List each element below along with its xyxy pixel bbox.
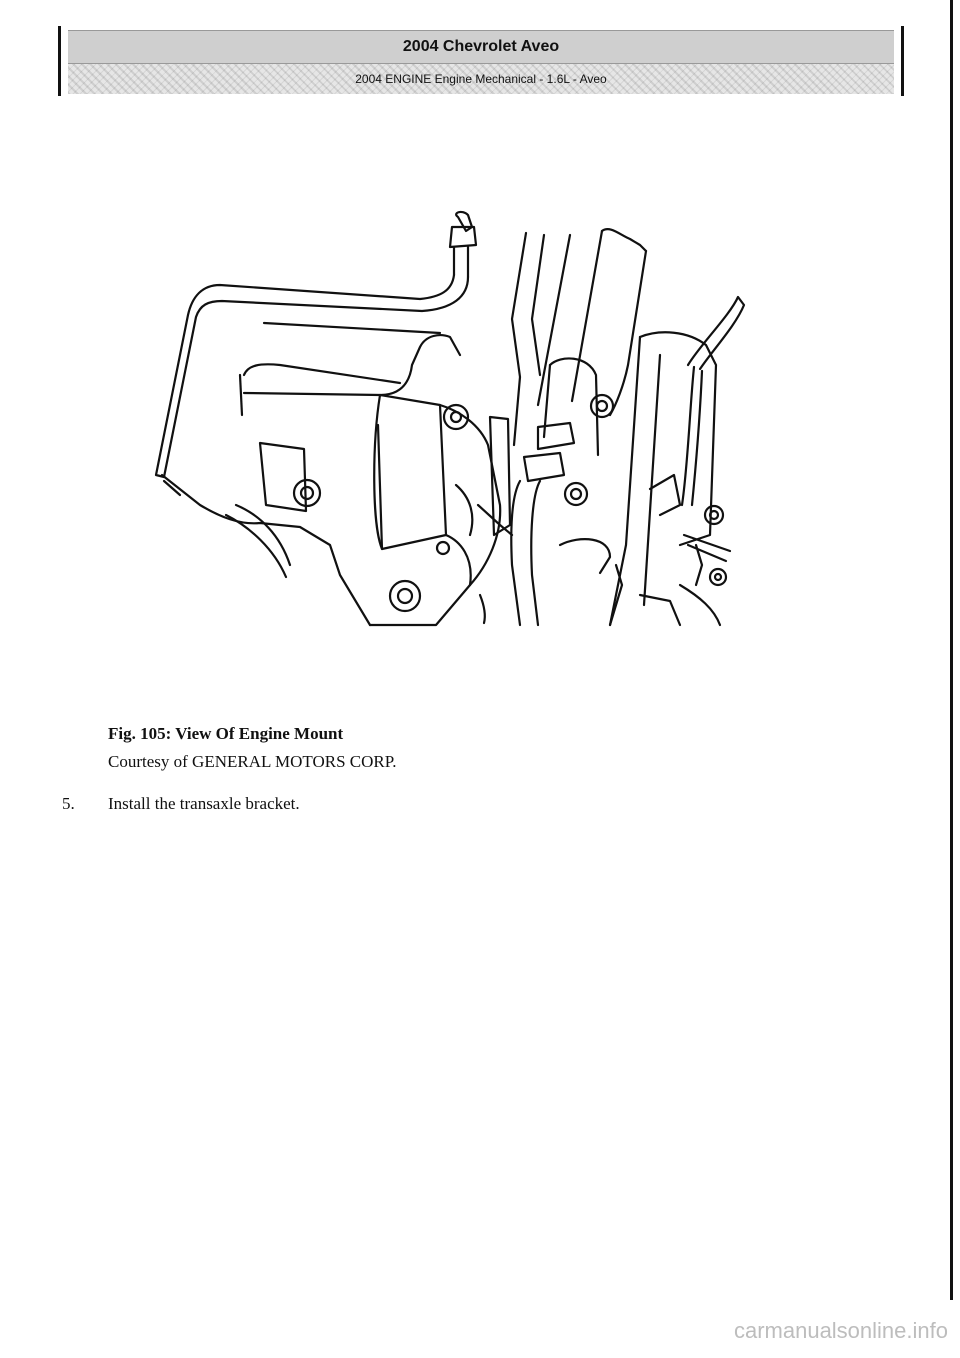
step-text: Install the transaxle bracket. [108, 794, 300, 813]
site-watermark: carmanualsonline.info [733, 1318, 948, 1343]
header-left-rule [58, 26, 61, 96]
header-title: 2004 Chevrolet Aveo [68, 30, 894, 64]
header-right-rule [901, 26, 904, 96]
page-right-border [950, 0, 953, 1300]
procedure-step: 5. Install the transaxle bracket. [62, 794, 300, 814]
figure-caption-label: Fig. 105: View Of Engine Mount [108, 724, 344, 743]
document-header: 2004 Chevrolet Aveo 2004 ENGINE Engine M… [58, 26, 904, 96]
header-subtitle: 2004 ENGINE Engine Mechanical - 1.6L - A… [68, 64, 894, 94]
figure-caption: Fig. 105: View Of Engine Mount Courtesy … [108, 720, 397, 776]
engine-mount-illustration [140, 205, 765, 645]
step-number: 5. [62, 794, 75, 813]
figure-caption-credit: Courtesy of GENERAL MOTORS CORP. [108, 752, 397, 771]
